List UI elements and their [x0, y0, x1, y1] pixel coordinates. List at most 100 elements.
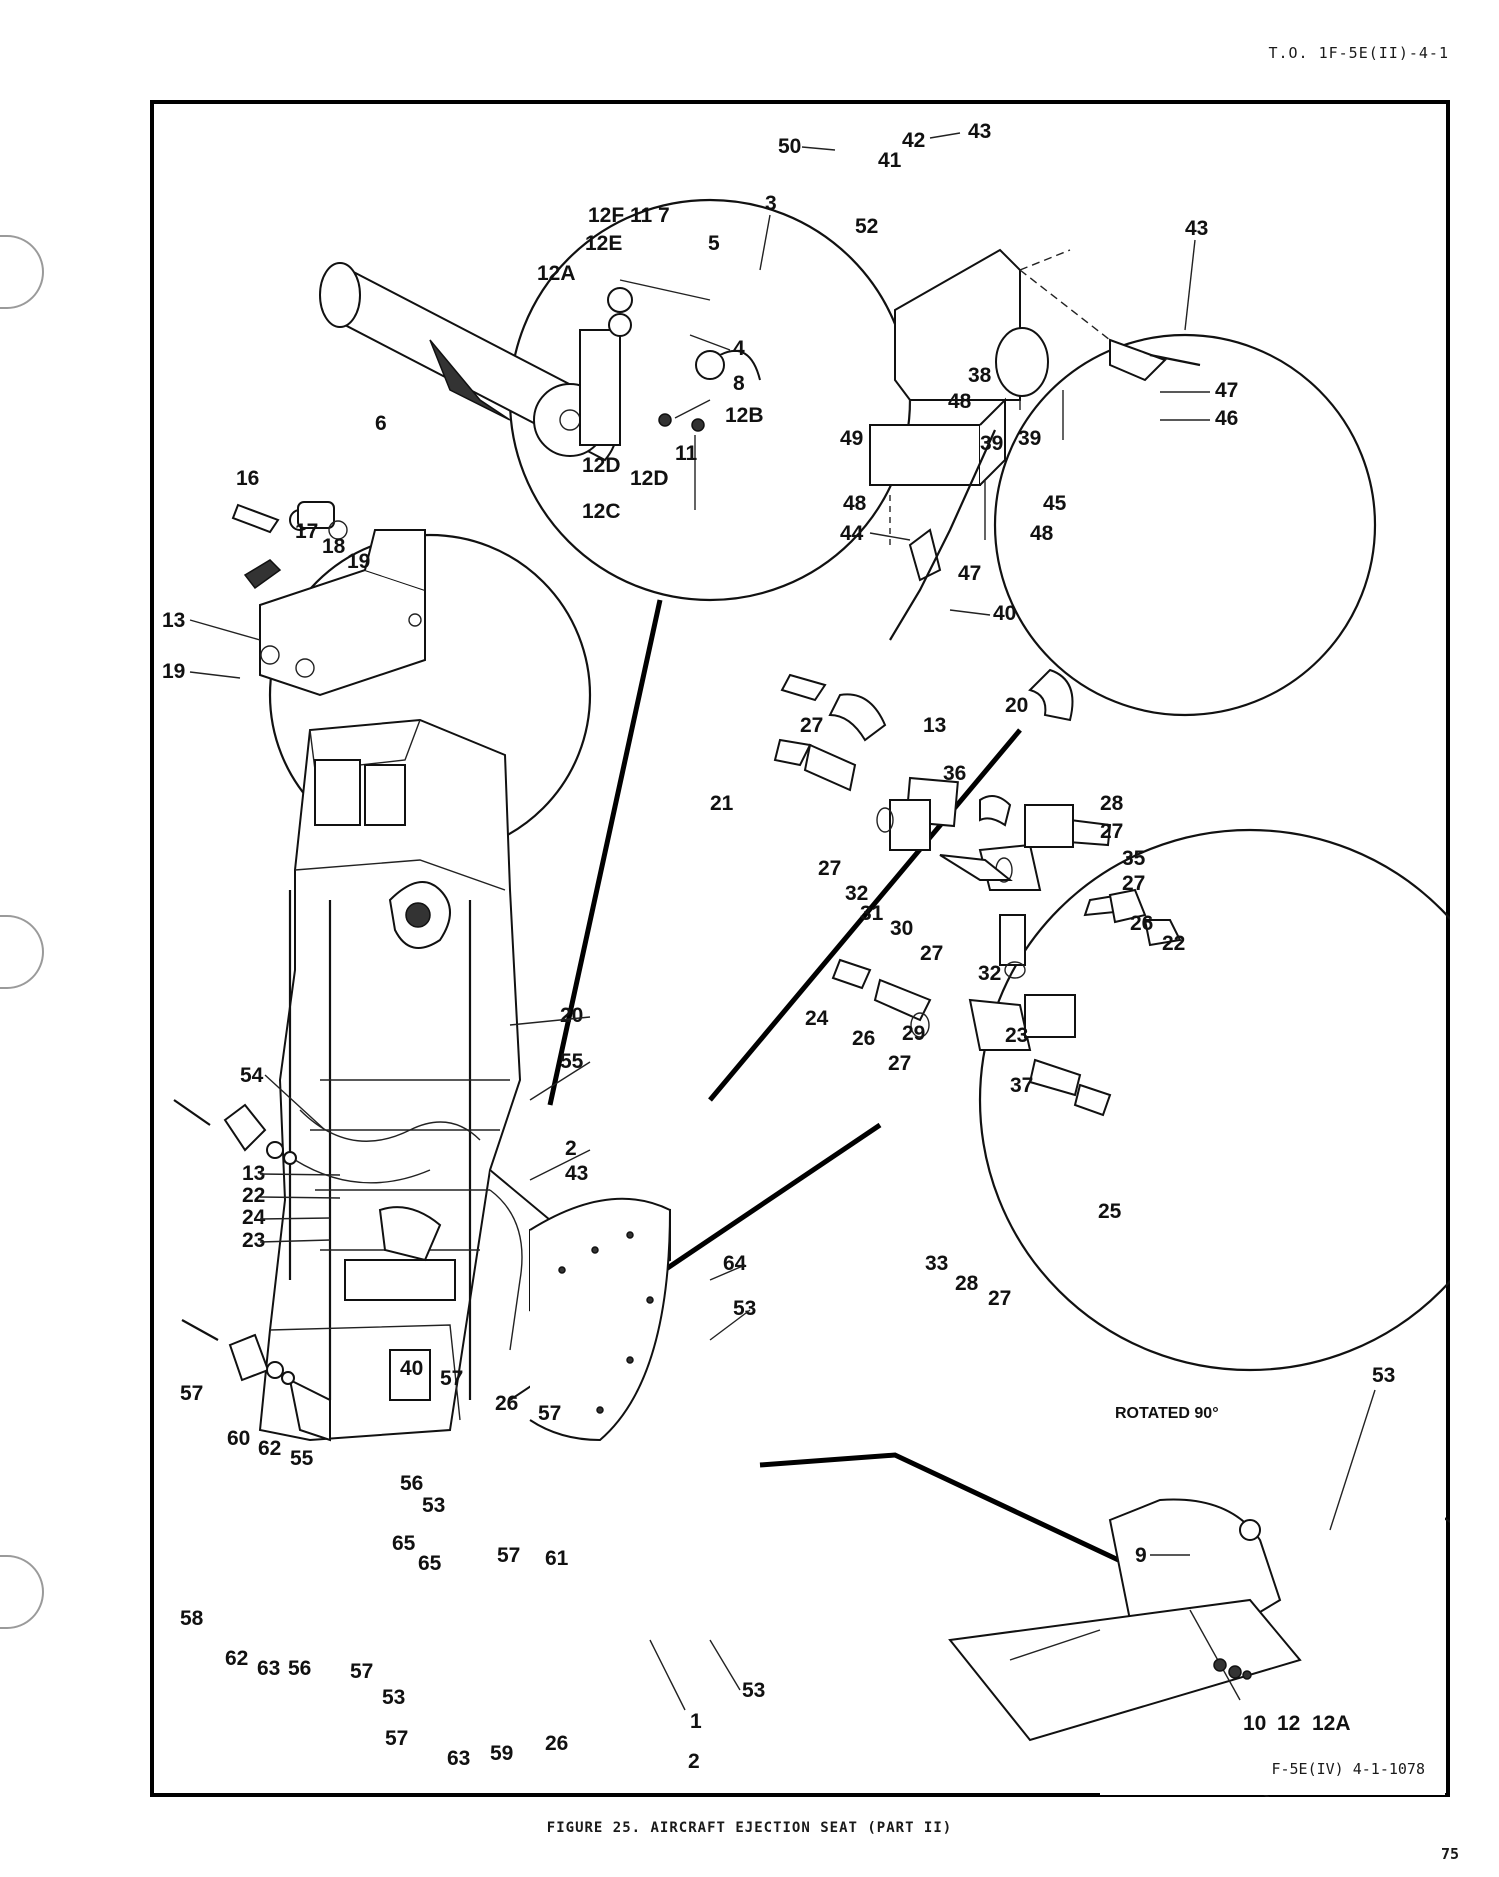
binder-hole-3: [0, 1555, 44, 1629]
callout: 24: [805, 1007, 829, 1030]
callout: 40: [993, 602, 1016, 625]
callout: 65: [392, 1532, 416, 1555]
callout: 30: [890, 917, 913, 940]
exploded-view-illustration: 42 43 50 41 52 43 38 48 47 46 39 39 49 4…: [150, 100, 1450, 1797]
callout-labels: 42 43 50 41 52 43 38 48 47 46 39 39 49 4…: [162, 120, 1395, 1773]
callout: 20: [1005, 694, 1028, 717]
callout: 22: [242, 1184, 265, 1207]
callout: 6: [375, 412, 387, 435]
callout: 65: [418, 1552, 442, 1575]
callout: 19: [162, 660, 185, 683]
callout: 47: [1215, 379, 1238, 402]
callout: 20: [560, 1004, 583, 1027]
callout: 36: [943, 762, 966, 785]
callout: 2: [565, 1137, 577, 1160]
callout: 26: [495, 1392, 518, 1415]
callout: 55: [560, 1050, 584, 1073]
callout: 57: [385, 1727, 408, 1750]
callout: 53: [382, 1686, 405, 1709]
callout: 56: [400, 1472, 423, 1495]
callout: 12C: [582, 500, 621, 523]
callout: 11: [630, 204, 653, 227]
manifold-fittings-drawing: [773, 668, 1182, 1117]
callout: 58: [180, 1607, 204, 1630]
callout: 7: [658, 204, 670, 227]
callout: 48: [843, 492, 867, 515]
callout: 43: [565, 1162, 588, 1185]
callout: 26: [1130, 912, 1153, 935]
callout: 63: [257, 1657, 280, 1680]
callout: 5: [708, 232, 720, 255]
callout: 11: [675, 442, 698, 465]
callout: 43: [1185, 217, 1208, 240]
callout: 28: [955, 1272, 979, 1295]
callout: 32: [978, 962, 1001, 985]
callout: 28: [1100, 792, 1124, 815]
figure-code: F-5E(IV) 4-1-1078: [1271, 1760, 1425, 1778]
pointer-line: [547, 599, 663, 1106]
callout: 4: [733, 337, 745, 360]
callout: 53: [422, 1494, 445, 1517]
rotated-detail-drawing: [948, 1498, 1302, 1742]
leader-lines: [189, 132, 1376, 1711]
breech-housing-drawing: [231, 501, 426, 697]
callout: 45: [1043, 492, 1067, 515]
callout: 29: [902, 1022, 925, 1045]
callout: 16: [236, 467, 259, 490]
pointer-line: [708, 728, 1022, 1102]
callout: 53: [733, 1297, 756, 1320]
callout: 54: [240, 1064, 264, 1087]
ejection-seat-assembly: [258, 718, 672, 1442]
callout: 12D: [582, 454, 621, 477]
callout: 37: [1010, 1074, 1033, 1097]
callout: 27: [920, 942, 943, 965]
callout: 53: [742, 1679, 765, 1702]
callout: 12: [1277, 1712, 1300, 1735]
callout: 57: [497, 1544, 520, 1567]
binder-hole-1: [0, 235, 44, 309]
pointer-line: [759, 1452, 1212, 1606]
callout: 12F: [588, 204, 624, 227]
callout: 64: [723, 1252, 747, 1275]
callout: 42: [902, 129, 925, 152]
callout: 46: [1215, 407, 1238, 430]
callout: 27: [988, 1287, 1011, 1310]
callout: 39: [1018, 427, 1041, 450]
callout: 56: [288, 1657, 311, 1680]
callout: 12A: [1312, 1712, 1351, 1735]
callout: 17: [295, 520, 318, 543]
callout: 38: [968, 364, 992, 387]
actuator-cylinder-drawing: [319, 262, 761, 510]
callout: 3: [765, 192, 777, 215]
callout: 8: [733, 372, 745, 395]
callout: 48: [948, 390, 972, 413]
callout: 24: [242, 1206, 266, 1229]
callout: 32: [845, 882, 868, 905]
callout: 10: [1243, 1712, 1266, 1735]
callout: 27: [1122, 872, 1145, 895]
callout: 44: [840, 522, 864, 545]
callout: 9: [1135, 1544, 1147, 1567]
callout: 23: [242, 1229, 265, 1252]
callout: 55: [290, 1447, 314, 1470]
callout: 12E: [585, 232, 622, 255]
document-number: T.O. 1F-5E(II)-4-1: [1268, 44, 1449, 62]
rotated-note: ROTATED 90°: [1115, 1405, 1219, 1422]
figure-caption: FIGURE 25. AIRCRAFT EJECTION SEAT (PART …: [546, 1820, 953, 1836]
callout: 1: [690, 1710, 702, 1733]
callout: 27: [800, 714, 823, 737]
callout: 62: [225, 1647, 248, 1670]
figure-border: [150, 100, 1450, 1797]
callout: 2: [688, 1750, 700, 1773]
callout: 26: [852, 1027, 875, 1050]
callout: 57: [440, 1367, 463, 1390]
callout: 13: [923, 714, 946, 737]
callout: 52: [855, 215, 878, 238]
callout: 25: [1098, 1200, 1122, 1223]
detail-circle-initiator: [993, 333, 1377, 717]
callout: 41: [878, 149, 902, 172]
loose-hardware-drawing: [173, 1099, 297, 1385]
callout: 60: [227, 1427, 250, 1450]
callout: 26: [545, 1732, 568, 1755]
initiator-bracket-drawing: [869, 248, 1201, 641]
